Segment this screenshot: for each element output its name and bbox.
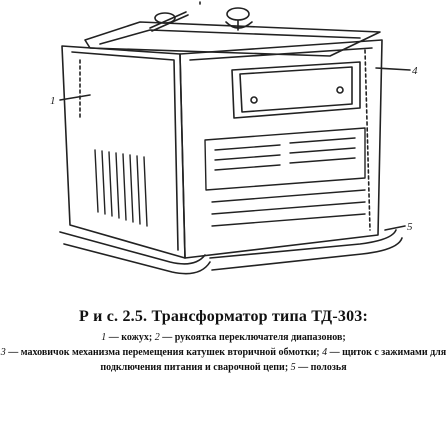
side-vents (94, 149, 148, 227)
caption-line-2: 3 — маховичок механизма перемещения кату… (0, 347, 447, 373)
item-num: 1 (101, 332, 107, 343)
top-lid (84, 21, 381, 57)
transformer-drawing: 1 4 5 (50, 1, 418, 275)
caption-title: Р и с. 2.5. Трансформатор типа ТД-303: (78, 308, 369, 325)
item-num: 5 (290, 362, 296, 373)
figure-caption: Р и с. 2.5. Трансформатор типа ТД-303: 1… (0, 300, 447, 375)
transformer-illustration: 1 4 5 (50, 1, 418, 275)
callout-5: 5 (407, 221, 413, 233)
item-num: 4 (322, 347, 328, 358)
caption-line-1: 1 — кожух; 2 — рукоятка переключателя ди… (101, 332, 346, 343)
terminal-box (231, 61, 361, 119)
item-num: 3 (0, 347, 6, 358)
callout-1: 1 (50, 95, 56, 107)
item-num: 2 (154, 332, 160, 343)
skids (59, 229, 403, 275)
front-vents (204, 127, 366, 227)
callout-4: 4 (412, 65, 418, 77)
side-panel (61, 45, 186, 259)
